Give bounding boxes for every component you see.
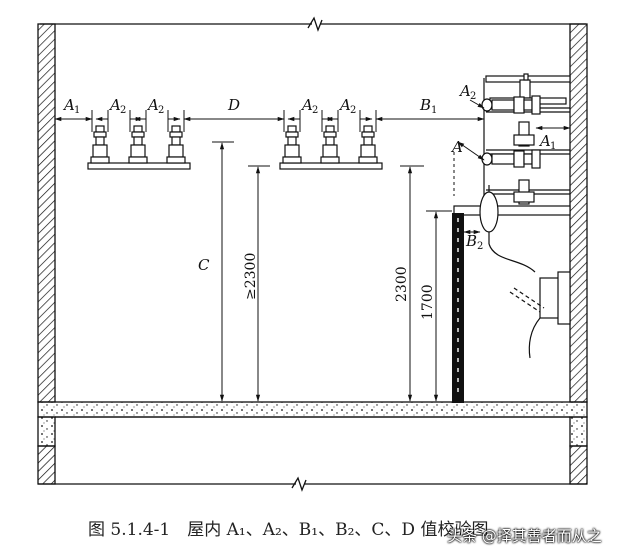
label-1700: 1700 (420, 284, 436, 320)
label-a1-right: A (538, 132, 551, 150)
label-a2-mid-2: A (338, 96, 351, 114)
insulator (128, 125, 148, 164)
watermark: 头条 @择其善者而从之 (447, 527, 602, 545)
label-a2-mid-1-sub: 2 (312, 105, 318, 116)
wall-equipment (453, 73, 571, 359)
insulator-group-left (87, 125, 191, 170)
label-a1-left: A (62, 96, 75, 114)
insulator (282, 125, 302, 164)
figure-caption: 图 5.1.4-1 屋内 A₁、A₂、B₁、B₂、C、D 值校验图 (88, 520, 489, 540)
label-b2: B (465, 232, 477, 250)
label-a1-right-sub: 1 (550, 141, 556, 152)
label-c: C (198, 256, 210, 274)
barrier-post (452, 213, 464, 403)
wall-box (539, 277, 561, 319)
insulator (166, 125, 186, 164)
bushing-row-2 (481, 149, 541, 169)
dimension-labels: A 1 A 2 A 2 D A 2 A 2 B 1 A 2 A 1 A B 2 … (62, 82, 556, 320)
label-a2-right-sub: 2 (470, 91, 476, 102)
label-2300: 2300 (394, 266, 410, 302)
current-transformer (479, 191, 499, 233)
bottom-line (38, 476, 587, 492)
label-a1-left-sub: 1 (74, 105, 80, 116)
insulator (358, 125, 378, 164)
label-a2-mid-2-sub: 2 (350, 105, 356, 116)
ceiling (40, 16, 586, 32)
label-a2-left-1: A (108, 96, 121, 114)
left-wall (37, 23, 56, 485)
label-a2-mid-1: A (300, 96, 313, 114)
label-b1: B (419, 96, 431, 114)
floor-slab (37, 401, 588, 447)
label-a2-left-2-sub: 2 (158, 105, 164, 116)
bushing-vertical-lower (513, 179, 535, 205)
label-d: D (227, 96, 240, 114)
insulator (320, 125, 340, 164)
insulator (90, 125, 110, 164)
dimension-lines (54, 99, 571, 402)
label-ge2300: ≥2300 (243, 253, 259, 300)
label-b2-sub: 2 (477, 241, 483, 252)
insulator-group-middle (279, 125, 383, 170)
label-a-slanted: A (450, 138, 463, 156)
label-a2-right: A (458, 82, 471, 100)
label-a2-left-1-sub: 2 (120, 105, 126, 116)
label-b1-sub: 1 (431, 105, 437, 116)
bushing-vertical-upper (513, 121, 535, 147)
label-a2-left-2: A (146, 96, 159, 114)
bushing-row-1 (481, 95, 541, 115)
